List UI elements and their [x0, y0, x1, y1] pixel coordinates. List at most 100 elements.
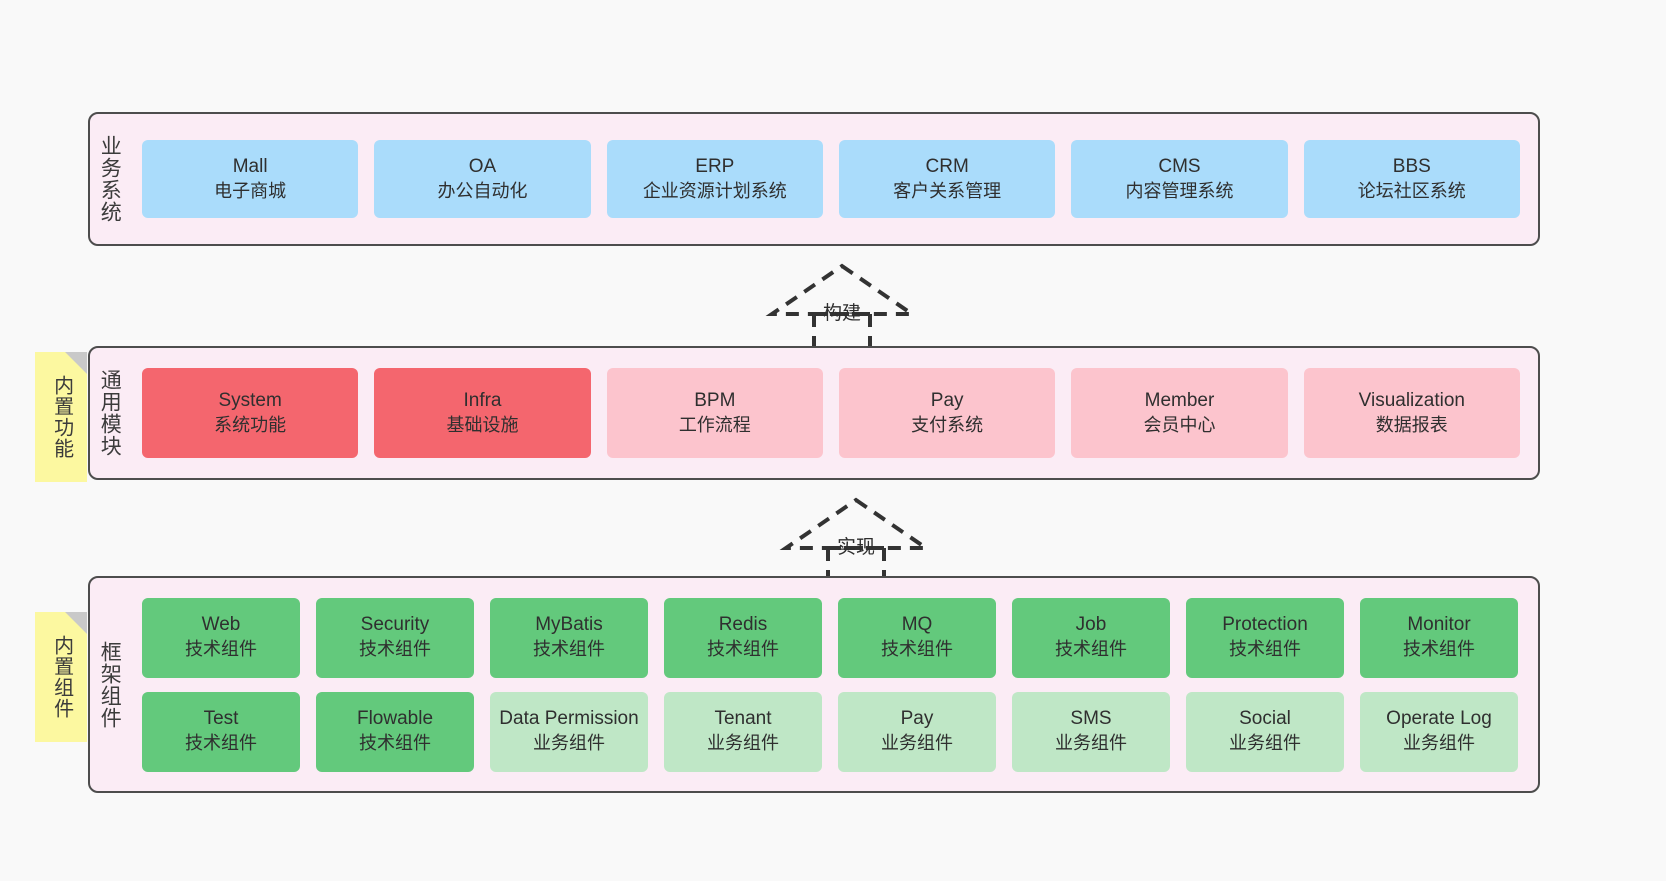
node-title: Member: [1144, 389, 1215, 411]
node-member[interactable]: Member 会员中心: [1071, 368, 1288, 458]
sticky-note-builtin-features: 内置功能: [35, 352, 87, 482]
node-mall[interactable]: Mall 电子商城: [142, 140, 359, 218]
node-title: Visualization: [1358, 389, 1465, 411]
node-data-permission[interactable]: Data Permission 业务组件: [490, 691, 648, 772]
connector-implement-arrow: [779, 497, 933, 592]
node-title: CRM: [925, 155, 969, 177]
node-bbs[interactable]: BBS 论坛社区系统: [1303, 140, 1520, 218]
node-title: Security: [360, 614, 430, 636]
node-subtitle: 技术组件: [881, 639, 953, 660]
connector-build-arrow: [765, 263, 919, 358]
node-title: MyBatis: [535, 614, 603, 636]
node-subtitle: 技术组件: [707, 639, 779, 660]
node-job[interactable]: Job 技术组件: [1012, 597, 1170, 678]
node-subtitle: 内容管理系统: [1125, 180, 1234, 201]
node-test[interactable]: Test 技术组件: [142, 691, 300, 772]
node-title: Job: [1075, 614, 1107, 636]
node-subtitle: 业务组件: [1055, 733, 1127, 754]
node-subtitle: 技术组件: [533, 639, 605, 660]
node-subtitle: 论坛社区系统: [1357, 180, 1466, 201]
node-mybatis[interactable]: MyBatis 技术组件: [490, 597, 648, 678]
node-title: Tenant: [714, 708, 772, 730]
node-subtitle: 业务组件: [1403, 733, 1475, 754]
node-title: Protection: [1222, 614, 1308, 636]
node-title: ERP: [695, 155, 735, 177]
node-flowable[interactable]: Flowable 技术组件: [316, 691, 474, 772]
node-title: Pay: [930, 389, 964, 411]
node-subtitle: 技术组件: [359, 639, 431, 660]
node-pay[interactable]: Pay 业务组件: [838, 691, 996, 772]
node-subtitle: 技术组件: [1403, 639, 1475, 660]
node-title: Web: [201, 614, 241, 636]
node-infra[interactable]: Infra 基础设施: [374, 368, 591, 458]
node-subtitle: 业务组件: [707, 733, 779, 754]
node-subtitle: 技术组件: [185, 733, 257, 754]
sticky-note-builtin-components-label: 内置组件: [50, 635, 73, 719]
node-subtitle: 支付系统: [911, 414, 984, 435]
node-subtitle: 技术组件: [359, 733, 431, 754]
node-title: System: [218, 389, 282, 411]
node-title: SMS: [1070, 708, 1112, 730]
node-erp[interactable]: ERP 企业资源计划系统: [606, 140, 823, 218]
node-title: Data Permission: [499, 708, 639, 730]
connector-build-label: 构建: [823, 303, 862, 324]
node-tenant[interactable]: Tenant 业务组件: [664, 691, 822, 772]
fold-corner-icon: [65, 612, 87, 634]
node-title: Social: [1239, 708, 1291, 730]
node-title: Flowable: [356, 708, 434, 730]
node-title: BPM: [694, 389, 736, 411]
node-subtitle: 电子商城: [214, 180, 287, 201]
sticky-note-builtin-features-label: 内置功能: [50, 375, 73, 459]
node-subtitle: 技术组件: [1055, 639, 1127, 660]
connector-implement-label: 实现: [837, 537, 876, 558]
node-title: Redis: [718, 614, 768, 636]
node-subtitle: 办公自动化: [437, 180, 528, 201]
node-subtitle: 会员中心: [1143, 414, 1216, 435]
node-subtitle: 业务组件: [881, 733, 953, 754]
connector-implement: 实现: [766, 492, 946, 592]
layer-panel-business: 业务系统 Mall 电子商城 OA 办公自动化 ERP 企业资源计划系统 CRM 客户关系管理…: [88, 112, 1540, 246]
node-title: OA: [468, 155, 497, 177]
node-subtitle: 客户关系管理: [893, 180, 1002, 201]
node-subtitle: 系统功能: [214, 414, 287, 435]
node-visualization[interactable]: Visualization 数据报表: [1303, 368, 1520, 458]
fold-corner-icon: [65, 352, 87, 374]
node-subtitle: 企业资源计划系统: [642, 180, 787, 201]
node-operate-log[interactable]: Operate Log 业务组件: [1360, 691, 1518, 772]
node-title: Test: [203, 708, 239, 730]
node-subtitle: 基础设施: [446, 414, 519, 435]
node-security[interactable]: Security 技术组件: [316, 597, 474, 678]
layer-title-business: 业务系统: [98, 135, 122, 223]
sticky-note-builtin-components: 内置组件: [35, 612, 87, 742]
node-pay[interactable]: Pay 支付系统: [838, 368, 1056, 458]
node-subtitle: 技术组件: [185, 639, 257, 660]
node-subtitle: 数据报表: [1375, 414, 1448, 435]
node-title: Infra: [463, 389, 502, 411]
node-title: Mall: [232, 155, 268, 177]
node-title: Operate Log: [1386, 708, 1492, 730]
node-redis[interactable]: Redis 技术组件: [664, 597, 822, 678]
node-oa[interactable]: OA 办公自动化: [374, 140, 591, 218]
node-title: Pay: [900, 708, 934, 730]
connector-build: 构建: [752, 258, 932, 358]
node-web[interactable]: Web 技术组件: [142, 597, 300, 678]
node-system[interactable]: System 系统功能: [142, 368, 359, 458]
node-crm[interactable]: CRM 客户关系管理: [838, 140, 1056, 218]
node-title: BBS: [1392, 155, 1431, 177]
layer-title-common: 通用模块: [98, 369, 122, 457]
node-subtitle: 业务组件: [533, 733, 605, 754]
node-sms[interactable]: SMS 业务组件: [1012, 691, 1170, 772]
